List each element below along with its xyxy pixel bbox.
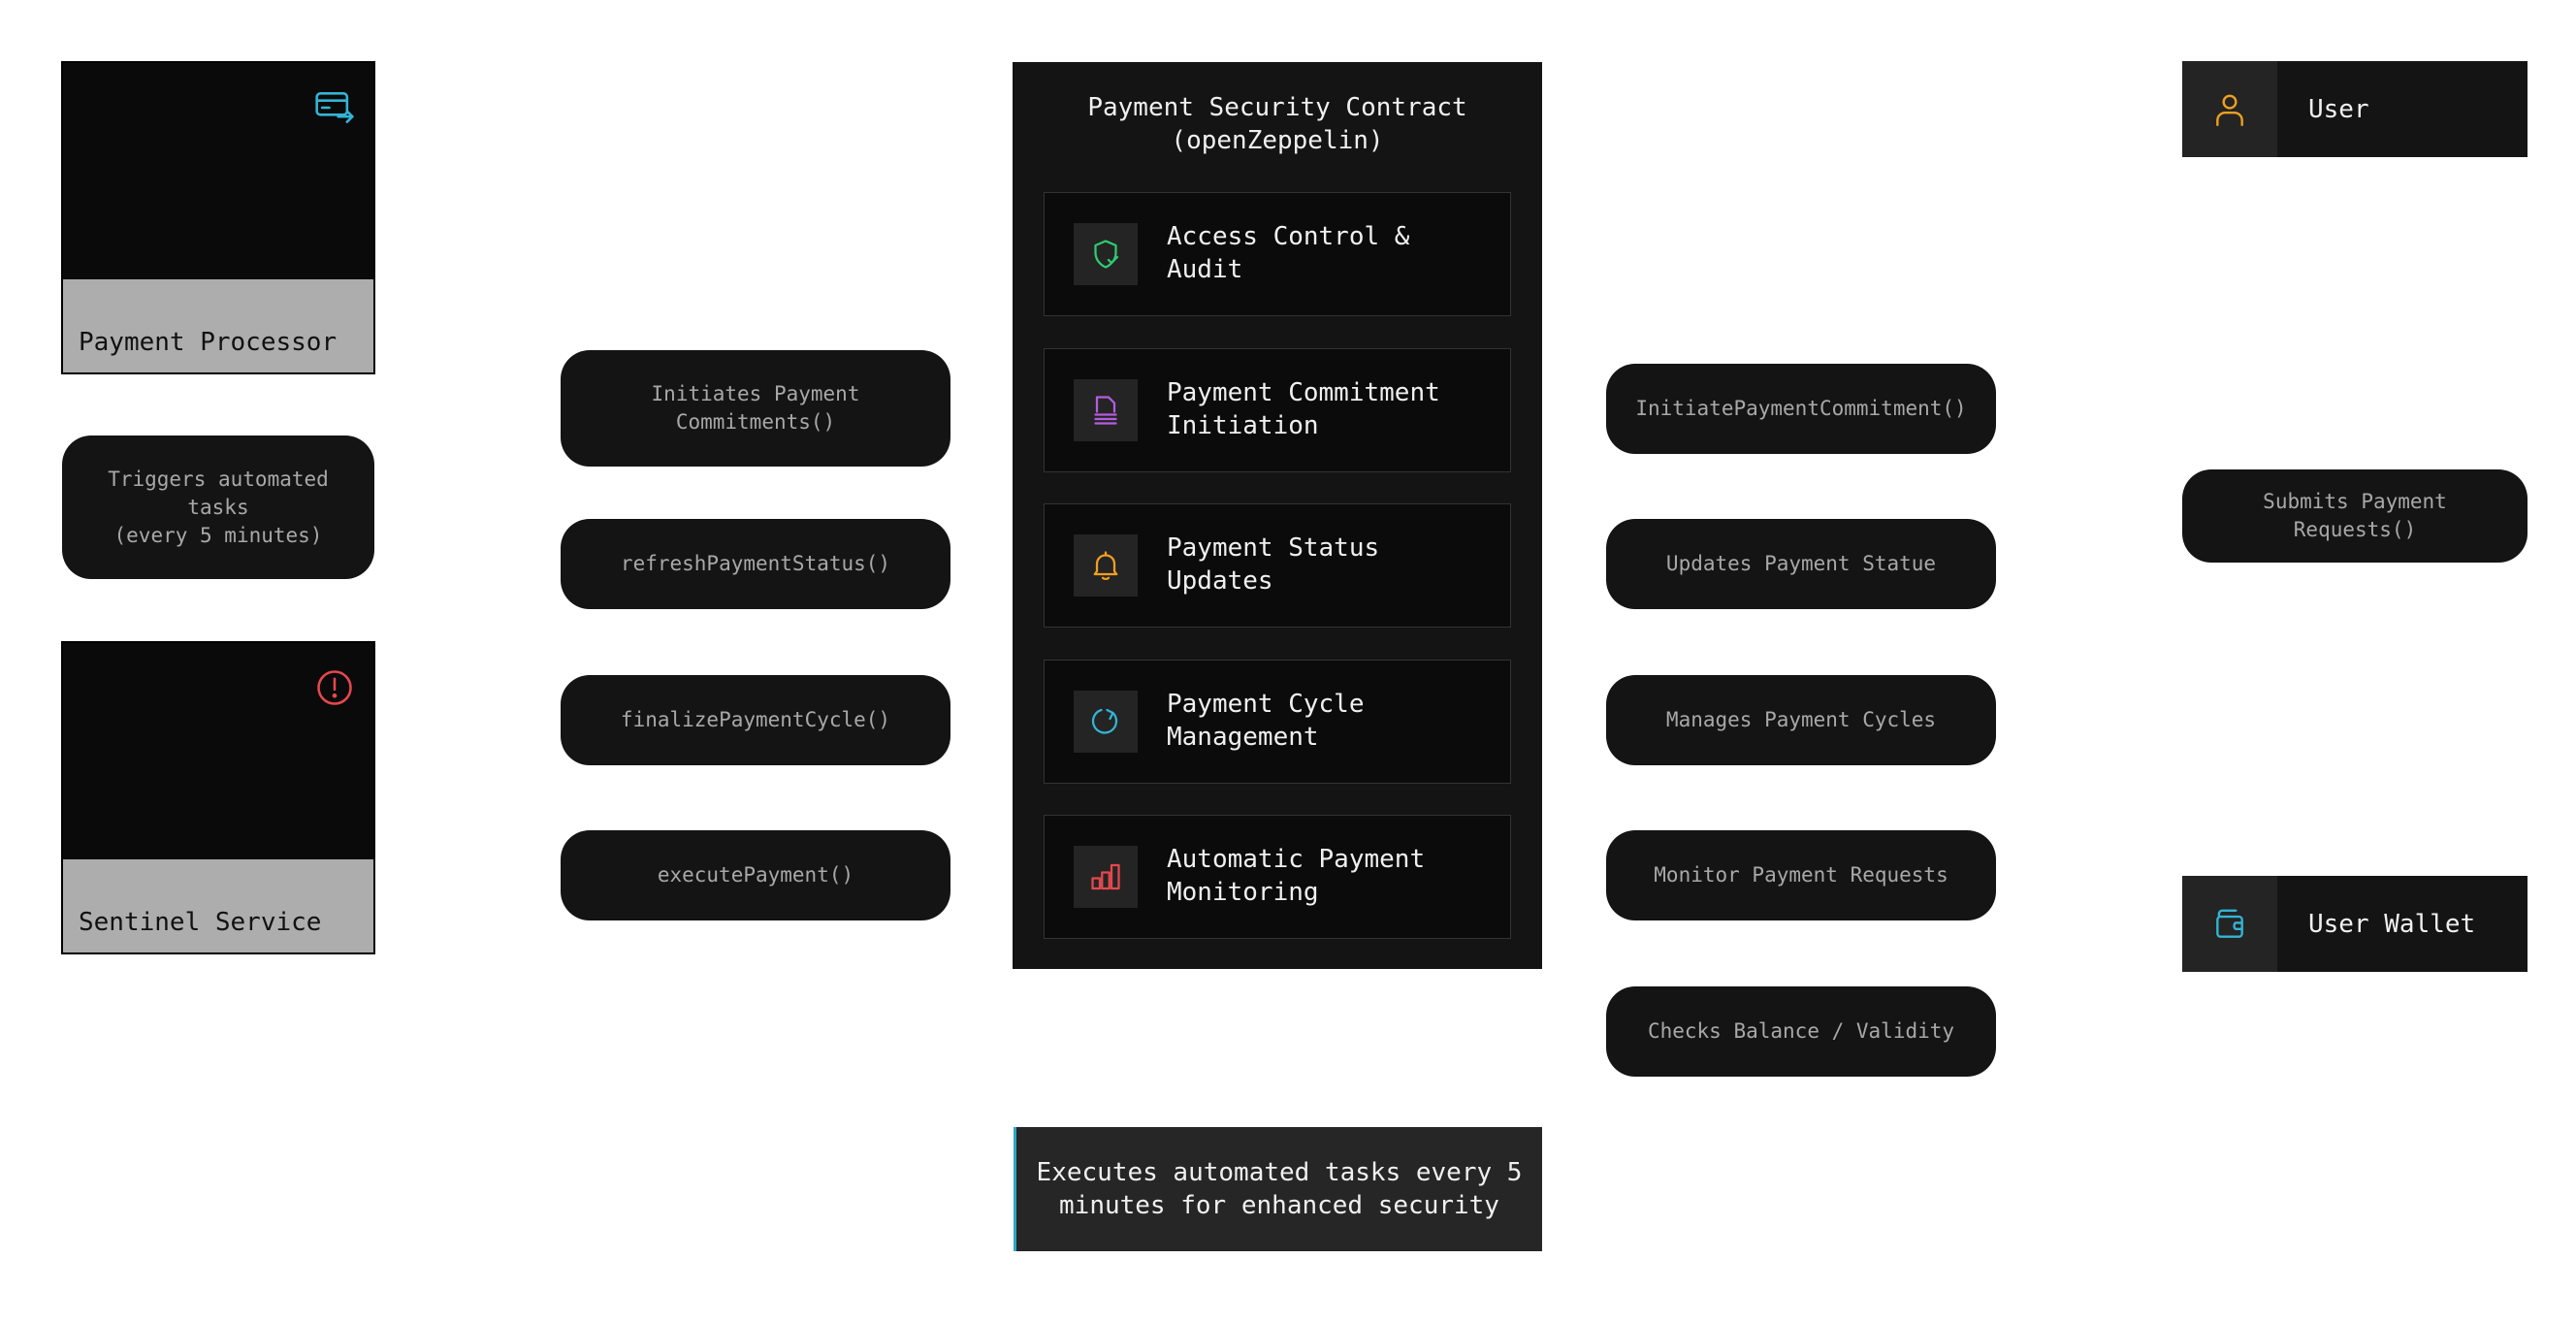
module-label: Payment Status Updates [1167, 533, 1380, 596]
bell-icon [1074, 534, 1138, 597]
module-label: Automatic Payment Monitoring [1167, 845, 1426, 907]
right-call-monitor-requests: Monitor Payment Requests [1606, 830, 1996, 920]
right-call-manages-cycles: Manages Payment Cycles [1606, 675, 1996, 765]
module-label: Access Control & Audit [1167, 222, 1410, 284]
module-automatic-monitoring: Automatic Payment Monitoring [1044, 815, 1511, 939]
sentinel-service-label: Sentinel Service [63, 859, 373, 952]
payment-security-contract: Payment Security Contract (openZeppelin)… [1013, 62, 1542, 969]
module-access-control: Access Control & Audit [1044, 192, 1511, 316]
module-label: Payment Commitment Initiation [1167, 378, 1440, 440]
payment-processor-label: Payment Processor [63, 279, 373, 372]
left-call-finalize-payment-cycle: finalizePaymentCycle() [561, 675, 950, 765]
credit-card-transfer-icon [313, 86, 356, 129]
right-call-updates-status: Updates Payment Statue [1606, 519, 1996, 609]
user-icon [2182, 61, 2277, 157]
user-label: User [2308, 94, 2369, 124]
user-wallet-label: User Wallet [2308, 909, 2476, 939]
trigger-note: Triggers automated tasks (every 5 minute… [62, 436, 374, 579]
footer-note: Executes automated tasks every 5 minutes… [1014, 1127, 1542, 1251]
module-payment-commitment: Payment Commitment Initiation [1044, 348, 1511, 472]
right-call-initiate-commitment: InitiatePaymentCommitment() [1606, 364, 1996, 454]
shield-check-icon [1074, 223, 1138, 285]
right-call-checks-balance: Checks Balance / Validity [1606, 986, 1996, 1077]
module-payment-status: Payment Status Updates [1044, 503, 1511, 628]
alert-circle-icon [313, 666, 356, 709]
document-icon [1074, 379, 1138, 441]
module-label: Payment Cycle Management [1167, 690, 1365, 752]
refresh-icon [1074, 691, 1138, 753]
wallet-icon [2182, 876, 2277, 972]
user-wallet-node: User Wallet [2182, 876, 2528, 972]
user-submits-note: Submits Payment Requests() [2182, 469, 2528, 563]
sentinel-service-node: Sentinel Service [61, 641, 375, 954]
left-call-execute-payment: executePayment() [561, 830, 950, 920]
user-node: User [2182, 61, 2528, 157]
left-call-initiate-commitments: Initiates Payment Commitments() [561, 350, 950, 467]
contract-title: Payment Security Contract (openZeppelin) [1087, 93, 1467, 155]
module-payment-cycle: Payment Cycle Management [1044, 660, 1511, 784]
payment-processor-node: Payment Processor [61, 61, 375, 374]
left-call-refresh-payment-status: refreshPaymentStatus() [561, 519, 950, 609]
bar-chart-icon [1074, 846, 1138, 908]
